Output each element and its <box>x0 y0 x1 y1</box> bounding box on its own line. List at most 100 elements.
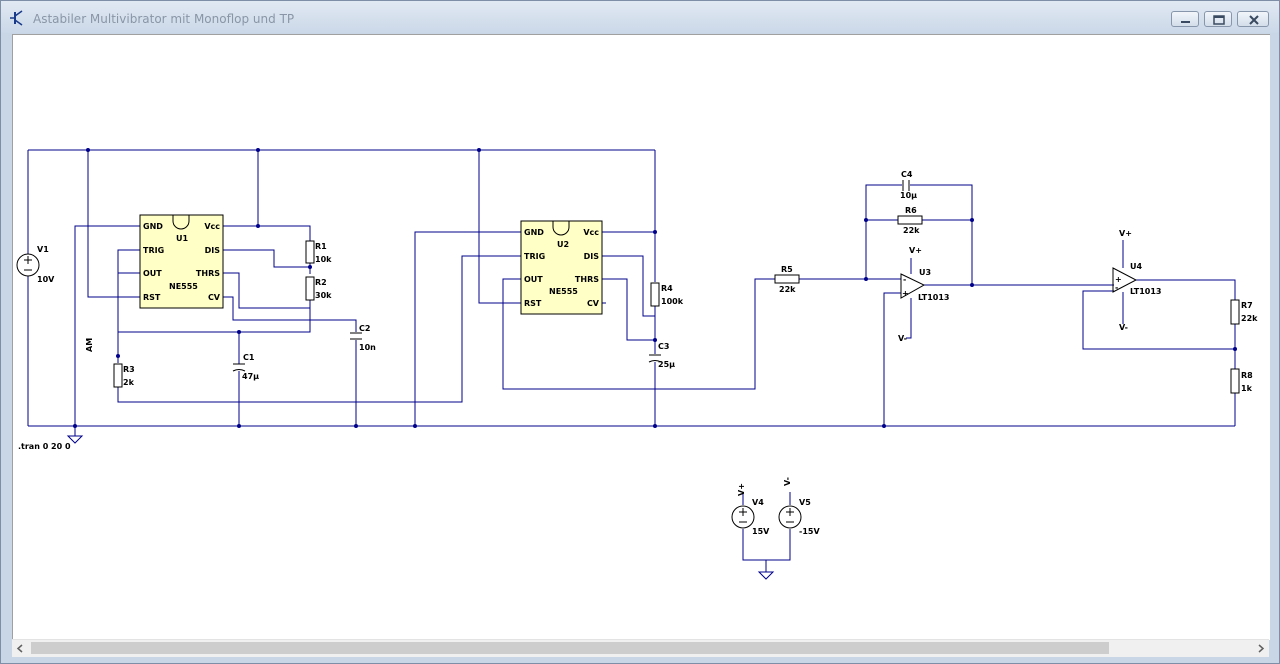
u1-pin-out: OUT <box>143 269 162 278</box>
c3-name: C3 <box>658 342 669 351</box>
resistor-r6[interactable]: R6 22k <box>897 206 923 235</box>
r7-name: R7 <box>1241 301 1253 310</box>
resistor-r2[interactable]: R2 30k <box>305 276 332 301</box>
opamp-u4[interactable]: +- U4 LT1013 <box>1112 262 1162 296</box>
u2-pin-dis: DIS <box>584 252 600 261</box>
c2-name: C2 <box>359 324 370 333</box>
u1-pin-dis: DIS <box>205 246 221 255</box>
r8-name: R8 <box>1241 371 1253 380</box>
c2-value: 10n <box>359 343 376 352</box>
v4-value: 15V <box>752 527 770 536</box>
schematic-canvas[interactable]: V1 10V GND TRIG OUT RST Vcc DIS THRS CV <box>12 34 1270 640</box>
u4-vminus-label: V- <box>1119 323 1128 332</box>
v5-value: -15V <box>799 527 820 536</box>
u3-vminus-label: V- <box>898 334 907 343</box>
c1-name: C1 <box>243 353 255 362</box>
r7-value: 22k <box>1241 314 1258 323</box>
u2-pin-rst: RST <box>524 299 542 308</box>
r6-value: 22k <box>903 226 920 235</box>
svg-text:+: + <box>902 289 909 298</box>
spice-directive[interactable]: .tran 0 20 0 <box>18 442 71 451</box>
svg-text:-: - <box>903 275 906 284</box>
u1-pin-vcc: Vcc <box>204 222 220 231</box>
u1-pin-trig: TRIG <box>143 246 164 255</box>
ground-symbol <box>66 426 775 580</box>
v4-name: V4 <box>752 498 764 507</box>
c1-value: 47µ <box>242 372 259 381</box>
u2-type: NE555 <box>549 287 578 296</box>
capacitor-c1[interactable]: C1 47µ <box>232 353 259 381</box>
v5-net-label: V- <box>783 477 792 486</box>
u3-name: U3 <box>919 268 931 277</box>
resistor-r5[interactable]: R5 22k <box>774 265 800 294</box>
ic-u2-ne555[interactable]: GND TRIG OUT RST Vcc DIS THRS CV U2 NE55… <box>520 220 603 315</box>
c4-value: 10µ <box>900 191 917 200</box>
capacitor-c3[interactable]: C3 25µ <box>648 342 675 369</box>
v1-name: V1 <box>37 245 49 254</box>
u3-type: LT1013 <box>918 293 950 302</box>
u2-pin-out: OUT <box>524 275 543 284</box>
svg-text:+: + <box>1115 275 1122 284</box>
close-icon <box>1249 15 1259 25</box>
scrollbar-thumb[interactable] <box>31 642 1109 654</box>
opamp-u3[interactable]: - + U3 LT1013 <box>900 268 950 302</box>
u1-name: U1 <box>176 234 188 243</box>
voltage-source-v5[interactable]: V5 -15V <box>778 498 820 536</box>
r2-value: 30k <box>315 291 332 300</box>
maximize-button[interactable] <box>1204 11 1232 27</box>
capacitor-c4[interactable]: C4 10µ <box>900 170 917 200</box>
minimize-button[interactable] <box>1171 11 1199 27</box>
am-net-label: AM <box>85 338 94 352</box>
u2-pin-thrs: THRS <box>575 275 599 284</box>
r4-name: R4 <box>661 284 673 293</box>
r5-value: 22k <box>779 285 796 294</box>
voltage-source-v4[interactable]: V4 15V <box>731 498 770 536</box>
horizontal-scrollbar[interactable] <box>12 639 1269 657</box>
r5-name: R5 <box>781 265 793 274</box>
r3-name: R3 <box>123 365 135 374</box>
u1-pin-cv: CV <box>208 293 221 302</box>
u2-pin-gnd: GND <box>524 228 544 237</box>
schematic-drawing: V1 10V GND TRIG OUT RST Vcc DIS THRS CV <box>16 148 1258 580</box>
scroll-right-icon[interactable] <box>1252 640 1269 657</box>
r1-name: R1 <box>315 242 327 251</box>
capacitor-c2[interactable]: C2 10n <box>350 324 376 352</box>
resistor-r8[interactable]: R8 1k <box>1230 368 1253 394</box>
r2-name: R2 <box>315 278 327 287</box>
voltage-source-v1[interactable]: V1 10V <box>16 245 55 284</box>
u2-pin-vcc: Vcc <box>583 228 599 237</box>
c3-value: 25µ <box>658 360 675 369</box>
resistor-r1[interactable]: R1 10k <box>305 240 332 264</box>
svg-text:-: - <box>1115 283 1118 292</box>
u4-type: LT1013 <box>1130 287 1162 296</box>
u2-pin-trig: TRIG <box>524 252 545 261</box>
ic-u1-ne555[interactable]: GND TRIG OUT RST Vcc DIS THRS CV U1 NE55… <box>139 214 224 309</box>
v4-net-label: V+ <box>737 483 746 496</box>
title-bar[interactable]: Astabiler Multivibrator mit Monoflop und… <box>1 1 1279 33</box>
u1-pin-thrs: THRS <box>196 269 220 278</box>
u1-type: NE555 <box>169 282 198 291</box>
wires <box>27 149 1236 572</box>
u4-vplus-label: V+ <box>1119 229 1132 238</box>
net-labels: V+ V- V+ V- AM V+ V- <box>85 229 1132 496</box>
scroll-left-icon[interactable] <box>12 640 29 657</box>
close-button[interactable] <box>1237 11 1269 27</box>
r3-value: 2k <box>123 378 135 387</box>
u1-pin-gnd: GND <box>143 222 163 231</box>
u1-pin-rst: RST <box>143 293 161 302</box>
junction-dots <box>73 148 1237 428</box>
r4-value: 100k <box>661 297 684 306</box>
resistor-r7[interactable]: R7 22k <box>1230 299 1258 325</box>
r8-value: 1k <box>1241 384 1253 393</box>
resistor-r3[interactable]: R3 2k <box>113 363 135 388</box>
r6-name: R6 <box>905 206 917 215</box>
v1-value: 10V <box>37 275 55 284</box>
u3-vplus-label: V+ <box>909 246 922 255</box>
u4-name: U4 <box>1130 262 1142 271</box>
u2-pin-cv: CV <box>587 299 600 308</box>
restore-icon <box>1213 15 1225 25</box>
resistor-r4[interactable]: R4 100k <box>650 282 684 307</box>
minimize-icon <box>1181 21 1190 23</box>
u2-name: U2 <box>557 240 569 249</box>
window-title: Astabiler Multivibrator mit Monoflop und… <box>33 12 295 26</box>
